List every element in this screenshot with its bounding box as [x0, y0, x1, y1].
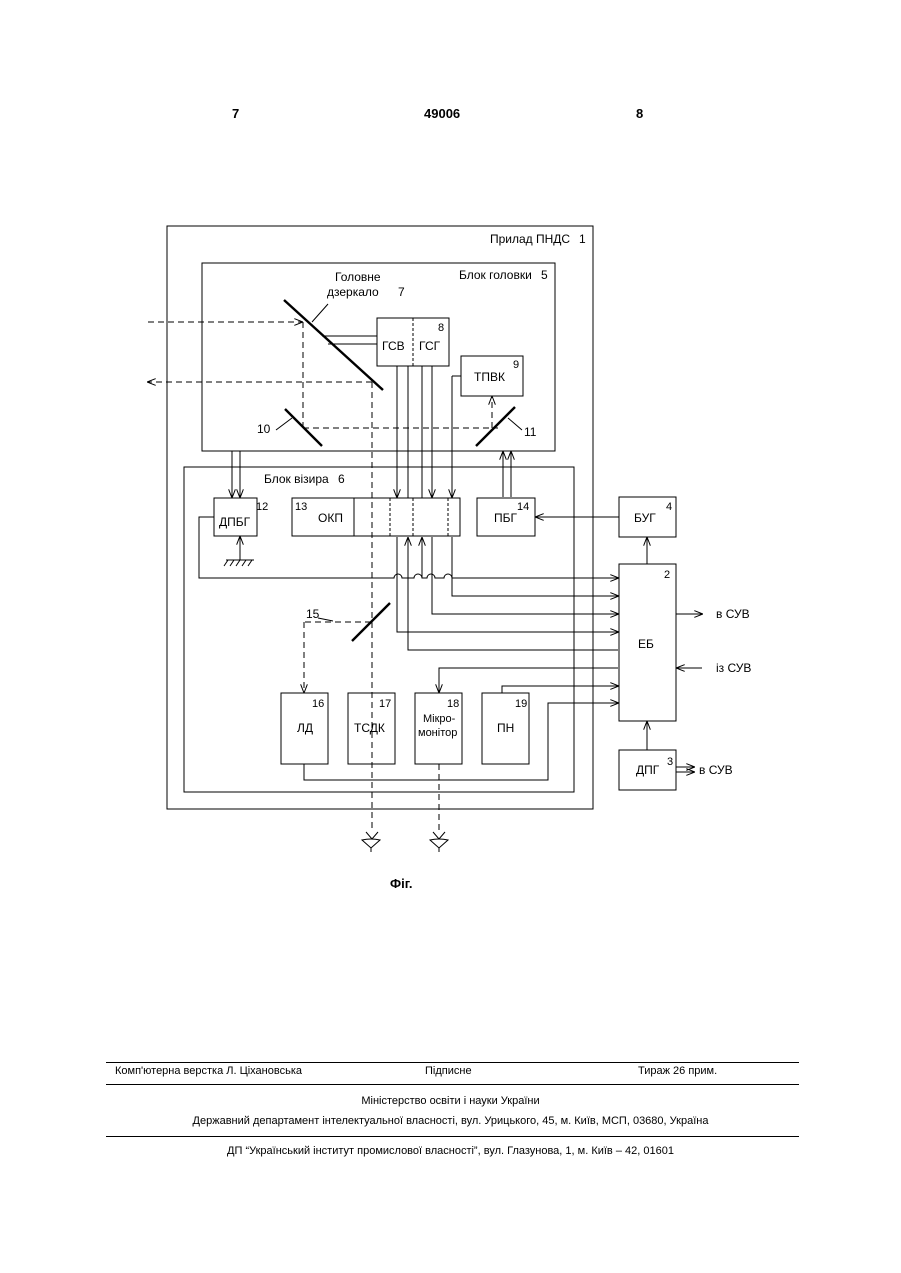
mirror-11 — [476, 407, 515, 446]
gsg-label: ГСГ — [419, 339, 441, 353]
bug-label: БУГ — [634, 511, 656, 525]
typesetting-credit: Комп'ютерна верстка Л. Ціхановська — [115, 1065, 302, 1077]
head-block-num: 5 — [541, 268, 548, 282]
circulation-note: Тираж 26 прим. — [638, 1065, 717, 1077]
device-label: Прилад ПНДС — [490, 232, 570, 246]
okp-label: ОКП — [318, 511, 343, 525]
figure-caption: Фіг. — [390, 876, 412, 891]
main-mirror-num: 7 — [398, 285, 405, 299]
ld-num: 16 — [312, 698, 324, 710]
to-suv-label: в СУВ — [716, 607, 750, 621]
mirror-10-num: 10 — [257, 422, 271, 436]
footer-rule-middle — [106, 1084, 799, 1085]
institute-line: ДП “Український інститут промислової вла… — [0, 1145, 901, 1157]
tsdk-label: ТСДК — [354, 721, 385, 735]
head-block-label: Блок головки — [459, 268, 532, 282]
department-line: Державний департамент інтелектуальної вл… — [0, 1115, 901, 1127]
micromonitor-label-2: монітор — [418, 727, 457, 739]
eye-icon — [430, 839, 448, 848]
main-mirror-label-1: Головне — [335, 270, 381, 284]
sight-block-label: Блок візира — [264, 472, 329, 486]
main-mirror — [284, 300, 383, 390]
okp-num: 13 — [295, 501, 307, 513]
bug-num: 4 — [666, 501, 672, 513]
pbg-label: ПБГ — [494, 511, 518, 525]
footer-rule-bottom — [106, 1136, 799, 1137]
tpvk-num: 9 — [513, 359, 519, 371]
subscription-note: Підписне — [425, 1065, 472, 1077]
tsdk-num: 17 — [379, 698, 391, 710]
pbg-num: 14 — [517, 501, 529, 513]
dpg-to-suv-label: в СУВ — [699, 763, 733, 777]
from-suv-label: із СУВ — [716, 661, 751, 675]
mirror-11-num: 11 — [524, 425, 537, 439]
pn-num: 19 — [515, 698, 527, 710]
gsv-label: ГСВ — [382, 339, 405, 353]
micromonitor-label-1: Мікро- — [423, 713, 456, 725]
tpvk-label: ТПВК — [474, 370, 505, 384]
sight-block-num: 6 — [338, 472, 345, 486]
main-mirror-label-2: дзеркало — [327, 285, 379, 299]
gyro-num: 8 — [438, 322, 444, 334]
eb-num: 2 — [664, 569, 670, 581]
mirror-15-num: 15 — [306, 607, 320, 621]
ministry-line: Міністерство освіти і науки України — [0, 1095, 901, 1107]
dpg-label: ДПГ — [636, 763, 660, 777]
eye-icon — [362, 839, 380, 848]
dpg-num: 3 — [667, 756, 673, 768]
pn-label: ПН — [497, 721, 514, 735]
micromonitor-num: 18 — [447, 698, 459, 710]
eb-label: ЕБ — [638, 637, 654, 651]
dpbg-num: 12 — [256, 501, 268, 513]
device-num: 1 — [579, 232, 586, 246]
block-diagram: Прилад ПНДС 1 Блок головки 5 Блок візира… — [0, 0, 901, 900]
footer-rule-top — [106, 1062, 799, 1063]
ld-label: ЛД — [297, 721, 313, 735]
dpbg-label: ДПБГ — [219, 515, 251, 529]
